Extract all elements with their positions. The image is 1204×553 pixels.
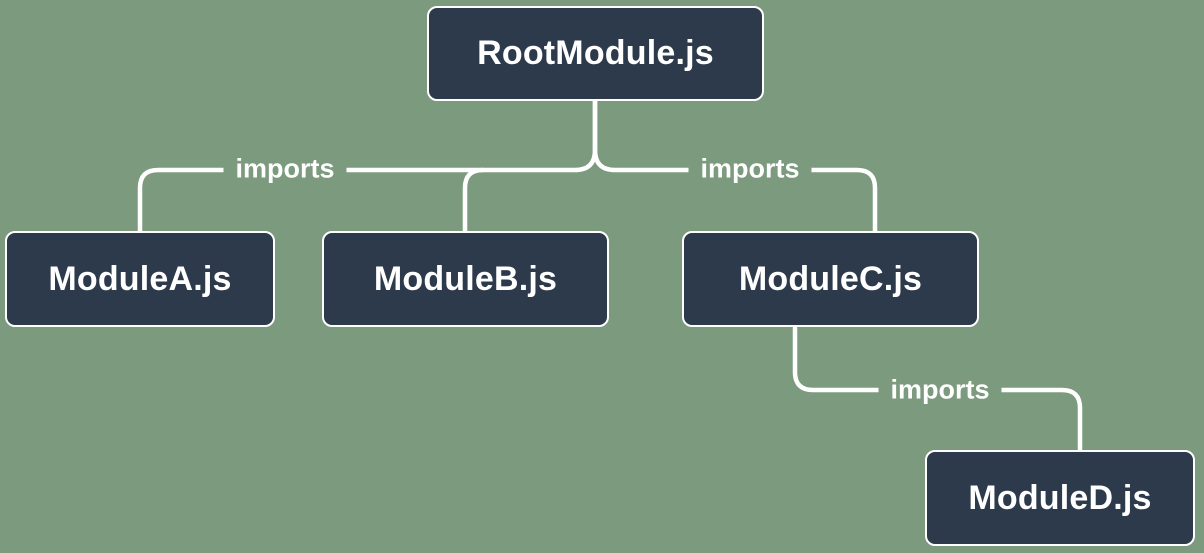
node-rootmodule: RootModule.js	[427, 6, 764, 101]
edge-label-imports-c-to-d: imports	[878, 372, 1002, 408]
node-module-a: ModuleA.js	[5, 231, 275, 327]
node-module-b: ModuleB.js	[322, 231, 609, 327]
node-module-c: ModuleC.js	[682, 231, 979, 327]
connector-root-to-b	[462, 167, 486, 234]
edge-label-imports-left: imports	[223, 151, 347, 187]
edge-label-imports-right: imports	[688, 151, 812, 187]
connector-root-to-a	[137, 98, 598, 234]
node-module-d: ModuleD.js	[925, 450, 1195, 546]
